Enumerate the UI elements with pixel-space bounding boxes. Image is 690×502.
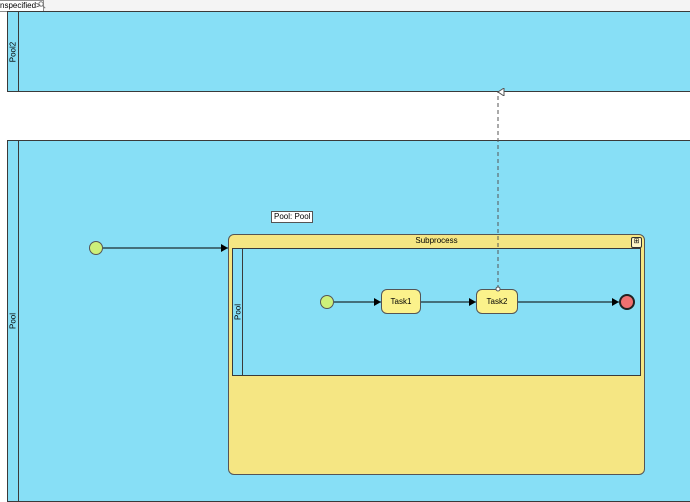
end-event[interactable] bbox=[619, 294, 635, 310]
start-event[interactable] bbox=[89, 241, 103, 255]
inner-pool-header[interactable]: Pool bbox=[233, 249, 243, 375]
subprocess-pool-tag: Pool: Pool bbox=[271, 211, 314, 223]
inner-start-event[interactable] bbox=[320, 295, 334, 309]
subprocess-marker-icon[interactable]: ⊞ bbox=[631, 237, 642, 248]
pool2-header[interactable]: Pool2 bbox=[8, 12, 19, 91]
subprocess[interactable]: Subprocess ⊞ Pool bbox=[228, 234, 645, 475]
pool-header[interactable]: Pool bbox=[8, 141, 19, 501]
inner-pool-label: Pool bbox=[233, 303, 242, 321]
task2[interactable]: Task2 bbox=[476, 289, 518, 314]
subprocess-title: Subprocess bbox=[415, 236, 458, 245]
task1[interactable]: Task1 bbox=[381, 289, 421, 314]
pool2-label: Pool2 bbox=[8, 41, 18, 62]
pool2-lane[interactable]: Pool2 bbox=[7, 11, 690, 92]
search-icon[interactable] bbox=[38, 1, 46, 9]
pool-label: Pool bbox=[8, 312, 18, 330]
inner-pool[interactable]: Pool bbox=[232, 248, 641, 376]
